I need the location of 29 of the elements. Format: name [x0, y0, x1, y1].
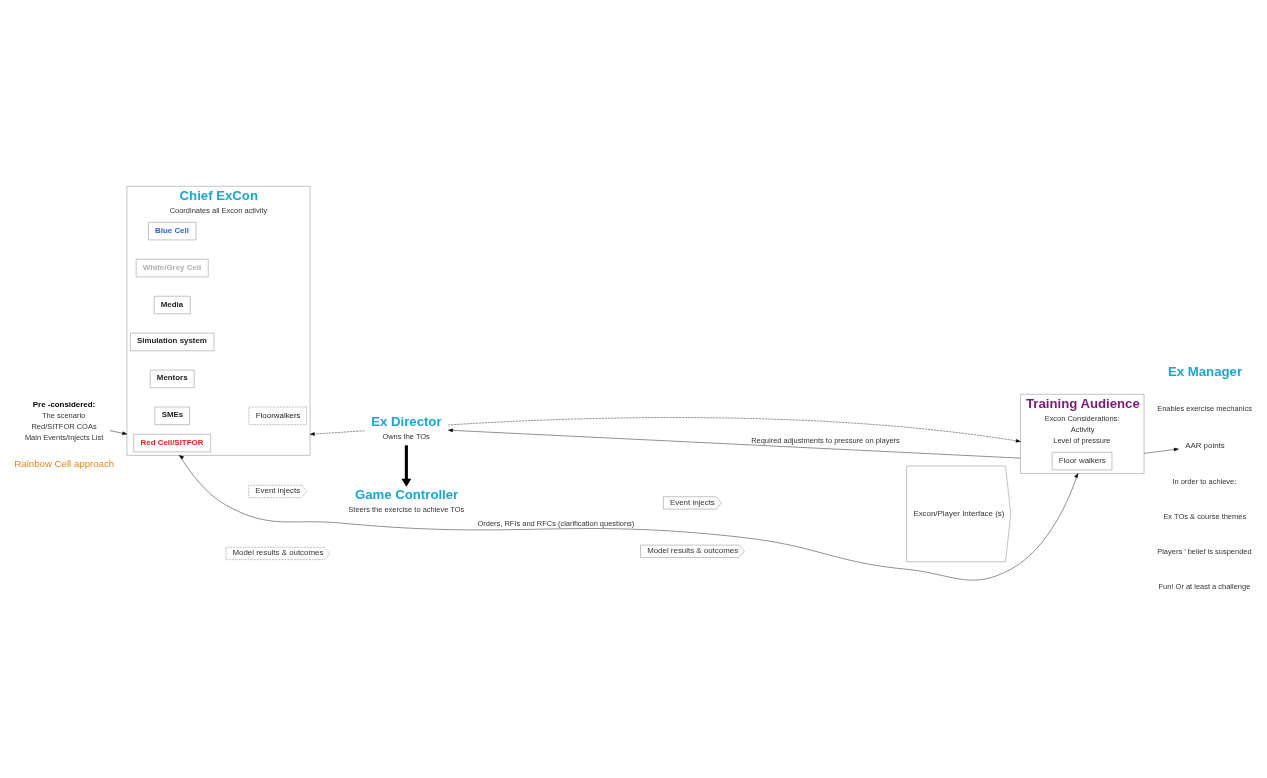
node-box: Floorwalkers: [248, 406, 307, 425]
node-text: AAR points: [1185, 440, 1225, 450]
label: Ex Manager: [1168, 364, 1243, 380]
node-box: Mentors: [150, 369, 195, 388]
label: Rainbow Cell approach: [14, 458, 115, 470]
arrow: [401, 445, 412, 487]
label: Ex TOs & course themes: [1163, 511, 1247, 521]
arrow: [448, 417, 1021, 443]
node-text: Pre -considered: The scenario Red/SITFOR COAs Main Events/Injects List: [24, 399, 104, 443]
node-text: Game Controller Steers the exercise to achieve TOs: [348, 486, 465, 514]
edge-label: Required adjustments to pressure on players: [751, 435, 900, 445]
arrow: [178, 455, 1079, 581]
node-box: Red Cell/SITFOR: [133, 434, 211, 453]
arrow: [448, 428, 1021, 459]
arrow: [1143, 447, 1179, 454]
label: Fun! Or at least a challenge: [1158, 582, 1251, 592]
node-box: Blue Cell: [148, 222, 197, 241]
node-text: Ex Director Owns the TOs: [371, 413, 442, 441]
node-box: Floor walkers: [1051, 452, 1113, 471]
arrow: [309, 430, 365, 436]
node-box: White/Grey Cell: [135, 259, 209, 278]
node-box: SMEs: [154, 406, 190, 425]
node-box: Simulation system: [130, 332, 215, 351]
label: Players ’ belief is suspended: [1157, 546, 1252, 556]
label: Enables exercise mechanics: [1157, 404, 1252, 414]
edge-label: Orders, RFIs and RFCs (clarification questions): [477, 519, 635, 529]
label: In order to achieve:: [1172, 476, 1237, 486]
node-box: Media: [153, 296, 191, 315]
arrow: [109, 430, 128, 435]
